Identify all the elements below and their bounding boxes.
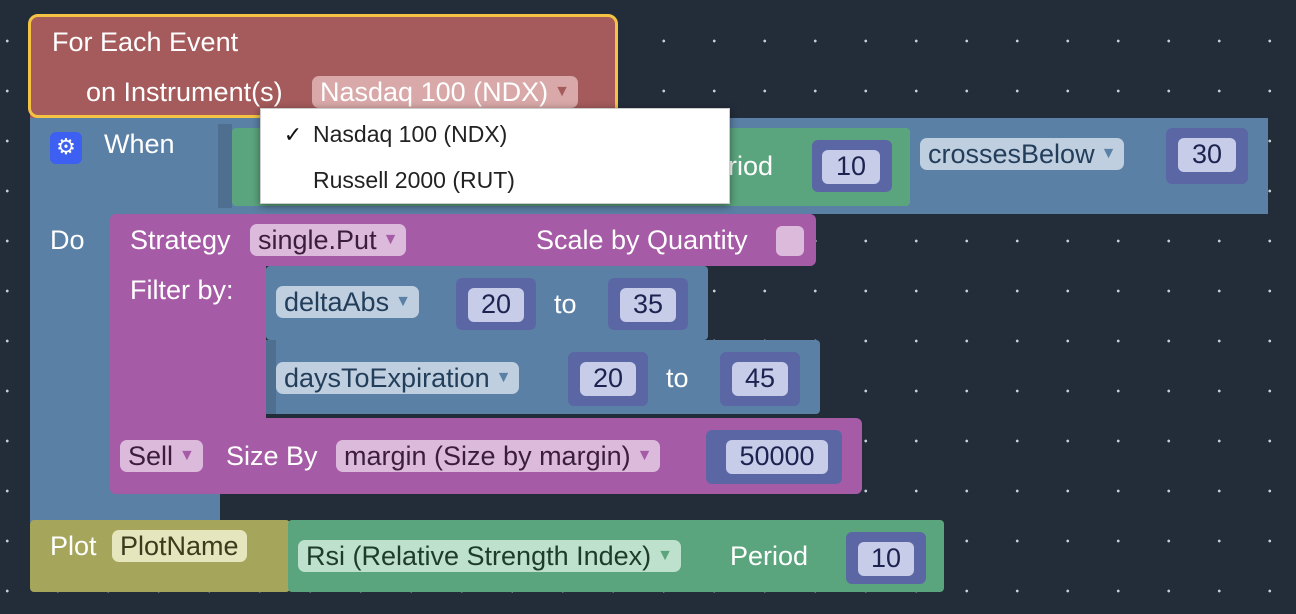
dropdown-arrow-icon: ▼ <box>554 82 570 100</box>
filter-to-value[interactable]: 35 <box>620 288 676 322</box>
instrument-value: Nasdaq 100 (NDX) <box>320 77 549 107</box>
size-by-dropdown[interactable]: margin (Size by margin) ▼ <box>336 440 661 472</box>
filter-block-dte-edge <box>266 340 276 414</box>
instrument-dropdown-menu: ✓ Nasdaq 100 (NDX) Russell 2000 (RUT) <box>260 108 730 204</box>
dropdown-arrow-icon: ▼ <box>382 230 399 248</box>
indicator-dropdown[interactable]: Rsi (Relative Strength Index) ▼ <box>298 540 681 572</box>
instrument-dropdown[interactable]: Nasdaq 100 (NDX) ▼ <box>312 76 578 108</box>
strategy-dropdown[interactable]: single.Put ▼ <box>250 224 407 256</box>
when-condition-socket <box>218 124 232 208</box>
indicator-value: Rsi (Relative Strength Index) <box>306 541 652 571</box>
filter-field-value: daysToExpiration <box>284 363 490 393</box>
checkmark-icon: ✓ <box>283 122 303 147</box>
filter-field-dropdown[interactable]: deltaAbs ▼ <box>276 286 419 318</box>
strategy-value: single.Put <box>258 225 377 255</box>
dropdown-arrow-icon: ▼ <box>495 368 512 386</box>
filter-from-value[interactable]: 20 <box>468 288 524 322</box>
size-by-value: margin (Size by margin) <box>344 441 631 471</box>
filter-to-label: to <box>554 289 577 319</box>
plot-label: Plot <box>50 531 97 561</box>
dropdown-arrow-icon: ▼ <box>395 292 411 310</box>
dropdown-arrow-icon: ▼ <box>179 446 195 464</box>
threshold-value[interactable]: 30 <box>1178 138 1236 172</box>
dropdown-arrow-icon: ▼ <box>657 546 673 564</box>
filter-field-dropdown[interactable]: daysToExpiration ▼ <box>276 362 520 394</box>
plot-period-label: Period <box>730 541 809 571</box>
filter-to-value[interactable]: 45 <box>732 362 788 396</box>
do-label: Do <box>50 225 85 255</box>
filter-by-label: Filter by: <box>130 275 234 305</box>
dropdown-arrow-icon: ▼ <box>1100 144 1117 162</box>
event-title: For Each Event <box>52 27 239 57</box>
menu-item-label: Russell 2000 (RUT) <box>313 167 515 193</box>
filter-from-value[interactable]: 20 <box>580 362 636 396</box>
gear-icon[interactable]: ⚙ <box>50 132 82 164</box>
period-number-value[interactable]: 10 <box>822 150 880 184</box>
filter-to-label: to <box>666 363 689 393</box>
side-value: Sell <box>128 441 174 471</box>
menu-item-label: Nasdaq 100 (NDX) <box>313 121 508 147</box>
strategy-label: Strategy <box>130 225 231 255</box>
when-label: When <box>104 129 175 159</box>
dropdown-arrow-icon: ▼ <box>636 446 653 464</box>
filter-field-value: deltaAbs <box>284 287 390 317</box>
menu-item-russell[interactable]: Russell 2000 (RUT) <box>273 157 515 203</box>
instrument-label: on Instrument(s) <box>86 77 283 107</box>
plot-period-value[interactable]: 10 <box>858 542 914 576</box>
period-label: riod <box>728 151 774 181</box>
size-by-label: Size By <box>226 441 318 471</box>
operator-dropdown[interactable]: crossesBelow ▼ <box>920 138 1125 170</box>
size-amount-value[interactable]: 50000 <box>726 440 828 474</box>
operator-value: crossesBelow <box>928 139 1095 169</box>
menu-item-nasdaq[interactable]: ✓ Nasdaq 100 (NDX) <box>273 111 508 157</box>
plot-name-field[interactable]: PlotName <box>112 530 247 562</box>
scale-by-quantity-label: Scale by Quantity <box>536 225 748 255</box>
side-dropdown[interactable]: Sell ▼ <box>120 440 203 472</box>
scale-by-quantity-checkbox[interactable] <box>776 226 804 256</box>
